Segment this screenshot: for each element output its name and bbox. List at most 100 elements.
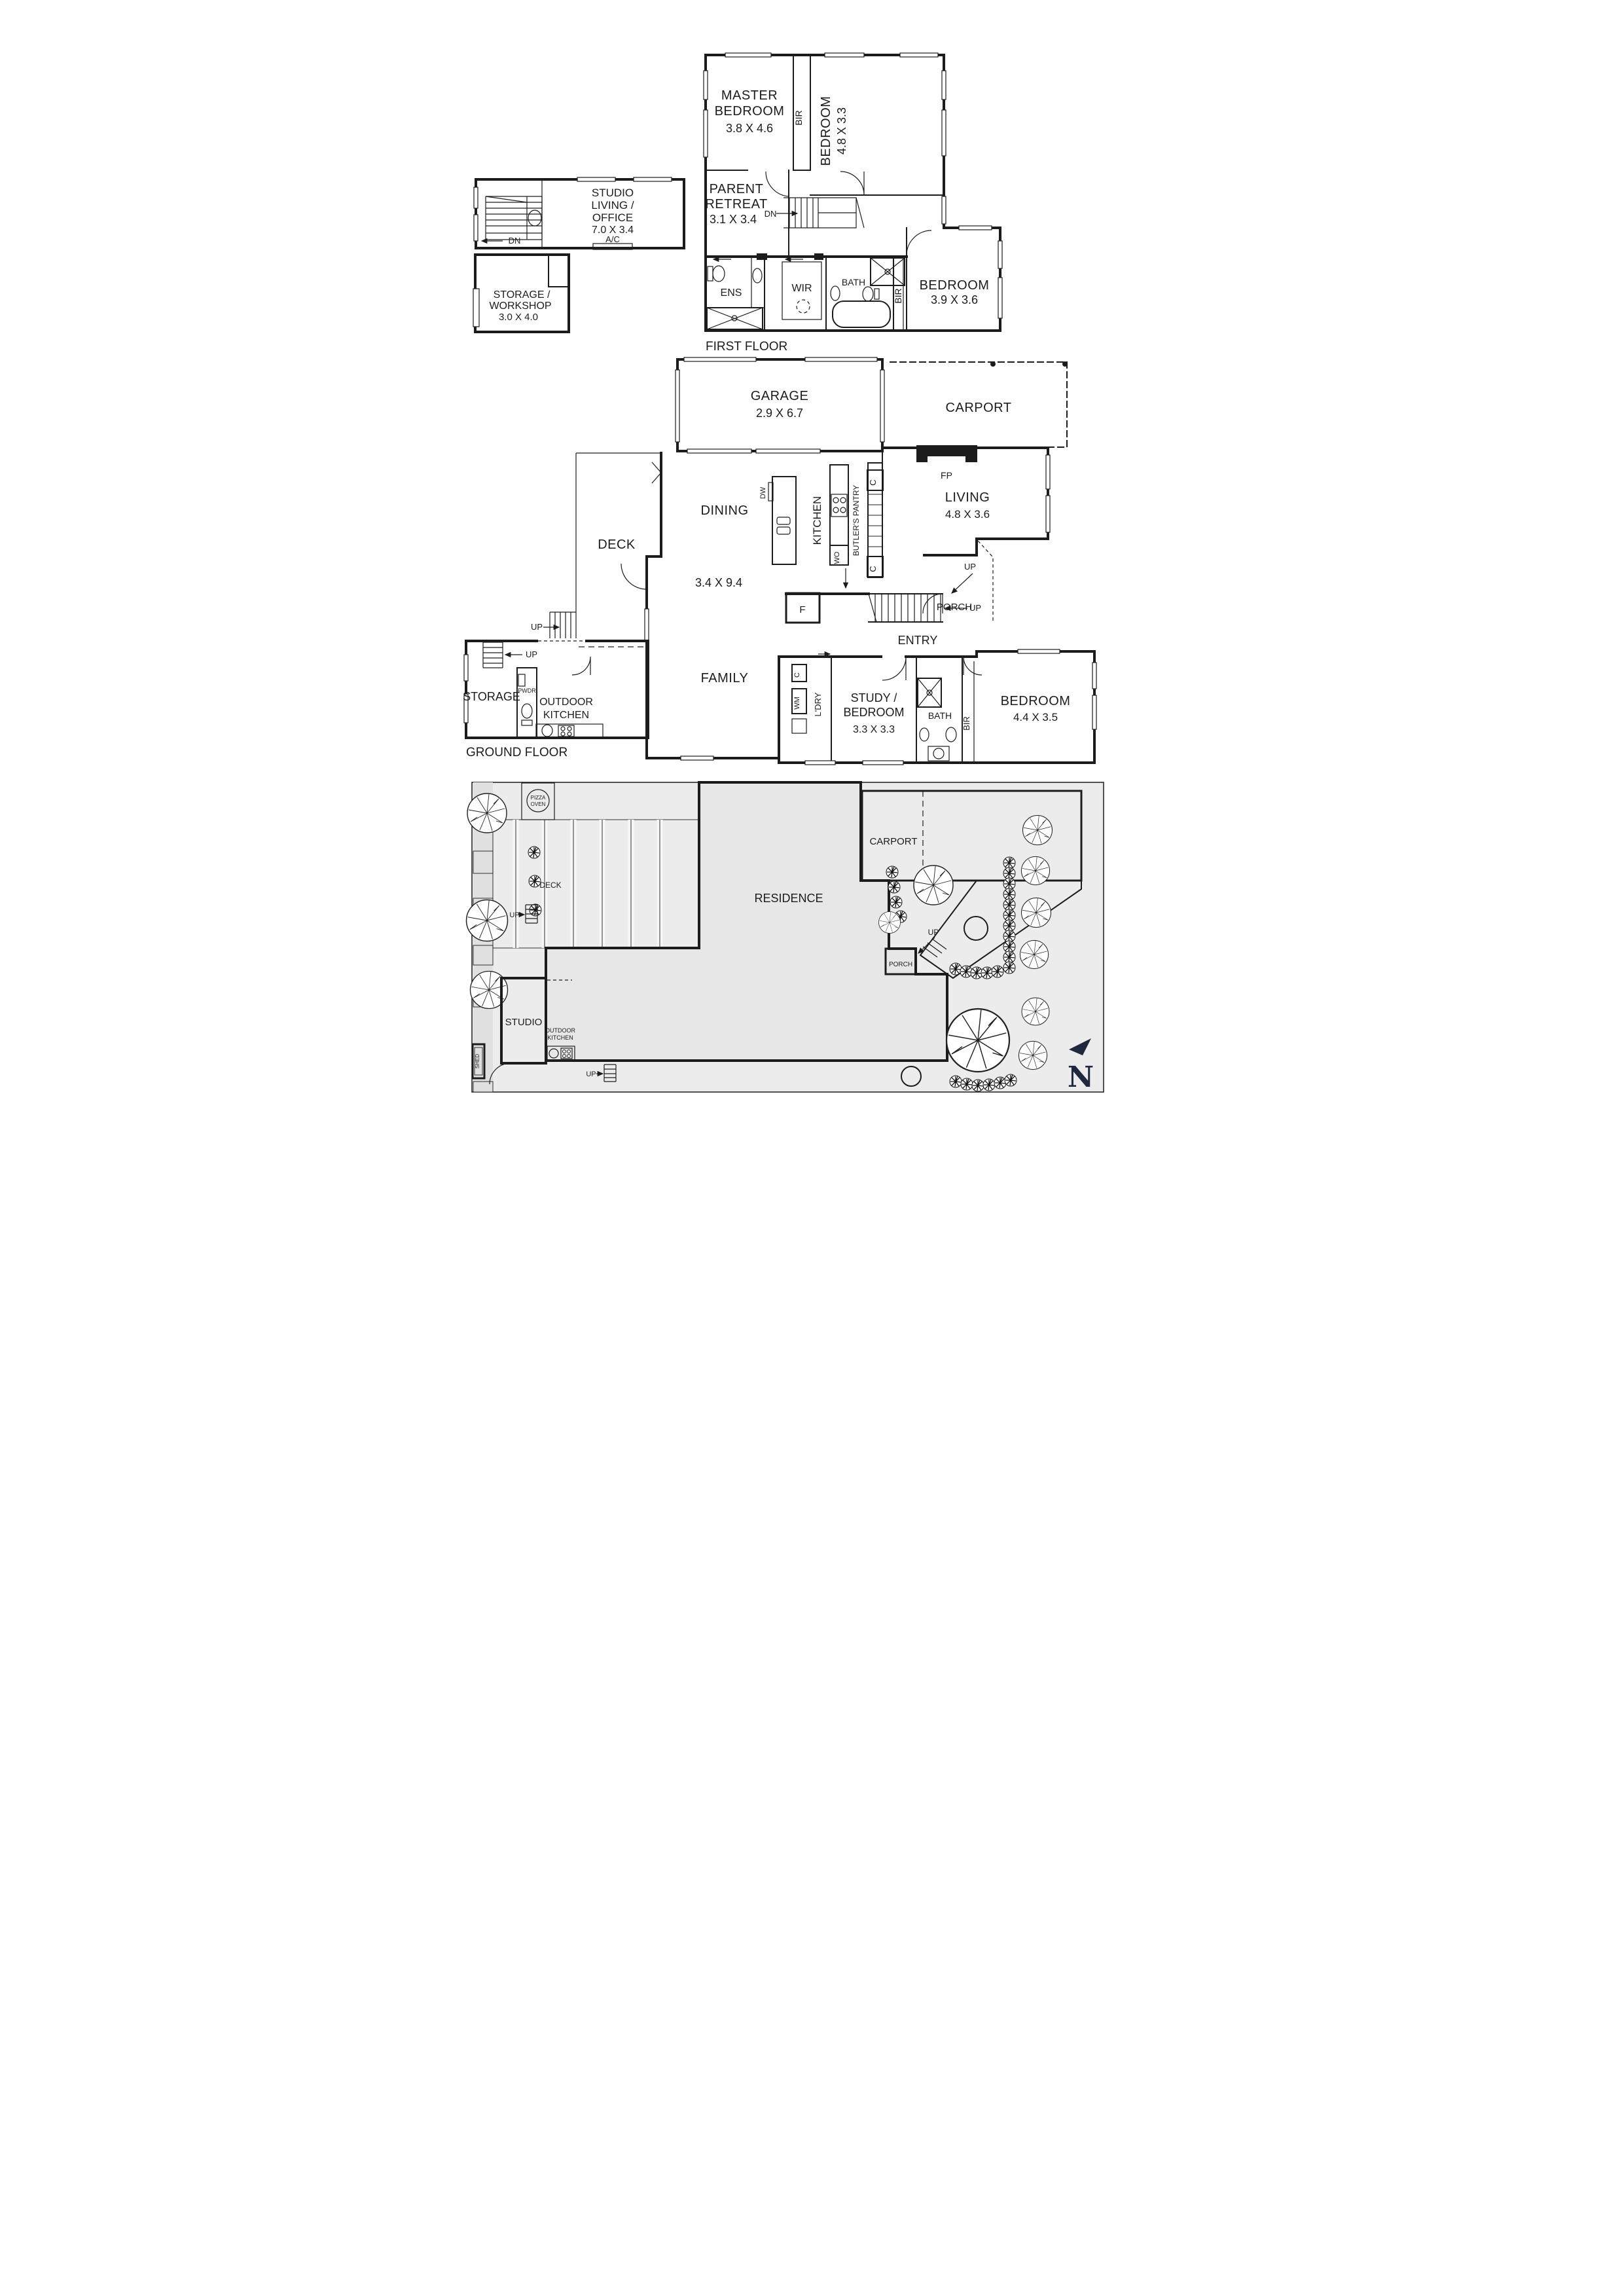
room-dim-master: 3.8 X 4.6: [725, 122, 772, 135]
room-dim-retreat: 3.1 X 3.4: [709, 213, 756, 226]
door-arc: [840, 171, 865, 196]
room-label-bir-ground: BIR: [962, 716, 971, 731]
laundry-tub-icon: [791, 718, 807, 734]
tree-icon: [466, 793, 507, 833]
dw-label: DW: [759, 486, 767, 499]
garden-circle: [963, 916, 988, 941]
room-label-wir: WIR: [791, 283, 812, 294]
site-label-oven: OVEN: [530, 801, 545, 807]
room-label-carport-ground: CARPORT: [945, 401, 1011, 415]
f-label: F: [799, 604, 805, 615]
window-icon: [643, 608, 649, 641]
site-carport: [861, 790, 1082, 882]
window-icon: [463, 693, 469, 723]
wall: [825, 256, 894, 331]
sink-icon: [548, 1048, 559, 1059]
window-icon: [958, 225, 992, 230]
room-label-ens: ENS: [720, 287, 742, 299]
site-studio: [499, 977, 547, 1065]
room-label-entry: ENTRY: [897, 634, 937, 647]
room-label-bath-first: BATH: [841, 277, 865, 287]
room-label-outdoor-kitchen-line2: KITCHEN: [543, 710, 588, 721]
cupboard: [866, 556, 884, 577]
wall: [922, 446, 1049, 556]
studio-living-office-plan: DN STUDIO LIVING / OFFICE 7.0 X 3.4 A/C: [473, 177, 685, 250]
c-label-pantry-bottom: C: [868, 566, 878, 572]
cooktop-icon: [560, 1048, 573, 1059]
fp-label: FP: [941, 470, 952, 481]
toilet-icon: [520, 703, 533, 719]
door-arc: [765, 171, 789, 197]
wir-dashed-circle: [795, 299, 810, 314]
door-leaf: [472, 288, 480, 327]
window-icon: [473, 214, 478, 242]
door-arc: [962, 656, 982, 676]
shower-icon: [916, 678, 942, 708]
tree-icon: [945, 1008, 1010, 1073]
room-label-dining: DINING: [700, 503, 748, 518]
stairs-up-icon: [524, 904, 538, 924]
north-label: N: [1067, 1061, 1093, 1094]
room-label-master-line2: BEDROOM: [714, 104, 784, 118]
window-icon: [861, 760, 904, 765]
wall-oven: [829, 545, 849, 566]
stairs-up-icon: [549, 611, 577, 641]
basin-icon: [829, 285, 840, 301]
room-label-bedroom4: BEDROOM: [1000, 694, 1070, 708]
stairs-up-label-entry: UP: [969, 603, 981, 613]
window-icon: [683, 357, 757, 362]
first-floor-plan: BIR DN ENS: [702, 52, 1003, 354]
sink-icon: [776, 526, 791, 535]
garage-wall: [676, 358, 884, 452]
room-label-family: FAMILY: [700, 671, 748, 685]
stairs-up-label-storage: UP: [525, 649, 537, 659]
door-arc: [571, 656, 591, 676]
shed-label: SHED: [475, 1054, 480, 1068]
deck-edge: [575, 452, 661, 612]
wo-label: WO: [833, 551, 841, 564]
room-label-outdoor-kitchen-line1: OUTDOOR: [539, 697, 593, 708]
door-arc: [905, 230, 931, 256]
site-label-pizza: PIZZA: [530, 795, 545, 801]
drain-icon: [932, 748, 945, 759]
window-icon: [702, 70, 708, 100]
stairs-down-icon: [783, 197, 865, 228]
tree-icon: [465, 899, 508, 942]
bush-icon: [885, 866, 899, 879]
room-label-bedroom2: BEDROOM: [819, 96, 833, 166]
site-label-studio: STUDIO: [505, 1017, 542, 1028]
caption-ground-floor: GROUND FLOOR: [466, 746, 568, 759]
kitchen-bench: [829, 464, 849, 566]
room-label-retreat-line2: RETREAT: [705, 197, 767, 211]
stairs-down-icon: [484, 196, 543, 240]
room-label-bath-ground: BATH: [928, 710, 951, 721]
site-label-outdoor-kitchen-line1: OUTDOOR: [545, 1027, 575, 1034]
site-label-residence: RESIDENCE: [754, 892, 823, 905]
window-icon: [674, 369, 680, 443]
room-dim-studio: 7.0 X 3.4: [591, 225, 633, 236]
sink-icon: [541, 724, 553, 737]
bush-icon: [527, 846, 541, 859]
room-label-porch-ground: PORCH: [936, 602, 971, 613]
stairs-dn-label: DN: [764, 209, 776, 219]
toilet-cistern-icon: [873, 288, 880, 300]
floorplan-drawing: BIR DN ENS: [463, 52, 1104, 1094]
window-icon: [1091, 662, 1097, 689]
room-label-retreat-line1: PARENT: [709, 182, 763, 196]
room-label-butlers-pantry: BUTLER'S PANTRY: [852, 485, 861, 556]
window-icon: [632, 177, 672, 182]
room-dim-bedroom3: 3.9 X 3.6: [930, 293, 977, 306]
carport-post-icon: [1062, 361, 1068, 367]
toilet-cistern-icon: [520, 720, 533, 726]
c-label-pantry-top: C: [868, 479, 878, 485]
wall: [516, 667, 537, 738]
site-label-up-bottom: UP: [586, 1070, 596, 1078]
room-label-studio-line2: LIVING /: [591, 199, 634, 211]
site-outdoor-kitchen-bench: [546, 1046, 575, 1061]
carport-post-icon: [990, 361, 996, 367]
stairs-up-icon: [482, 642, 503, 668]
toilet-icon: [712, 265, 725, 282]
window-icon: [804, 357, 878, 362]
basin-icon: [751, 268, 763, 283]
window-icon: [1017, 649, 1060, 654]
